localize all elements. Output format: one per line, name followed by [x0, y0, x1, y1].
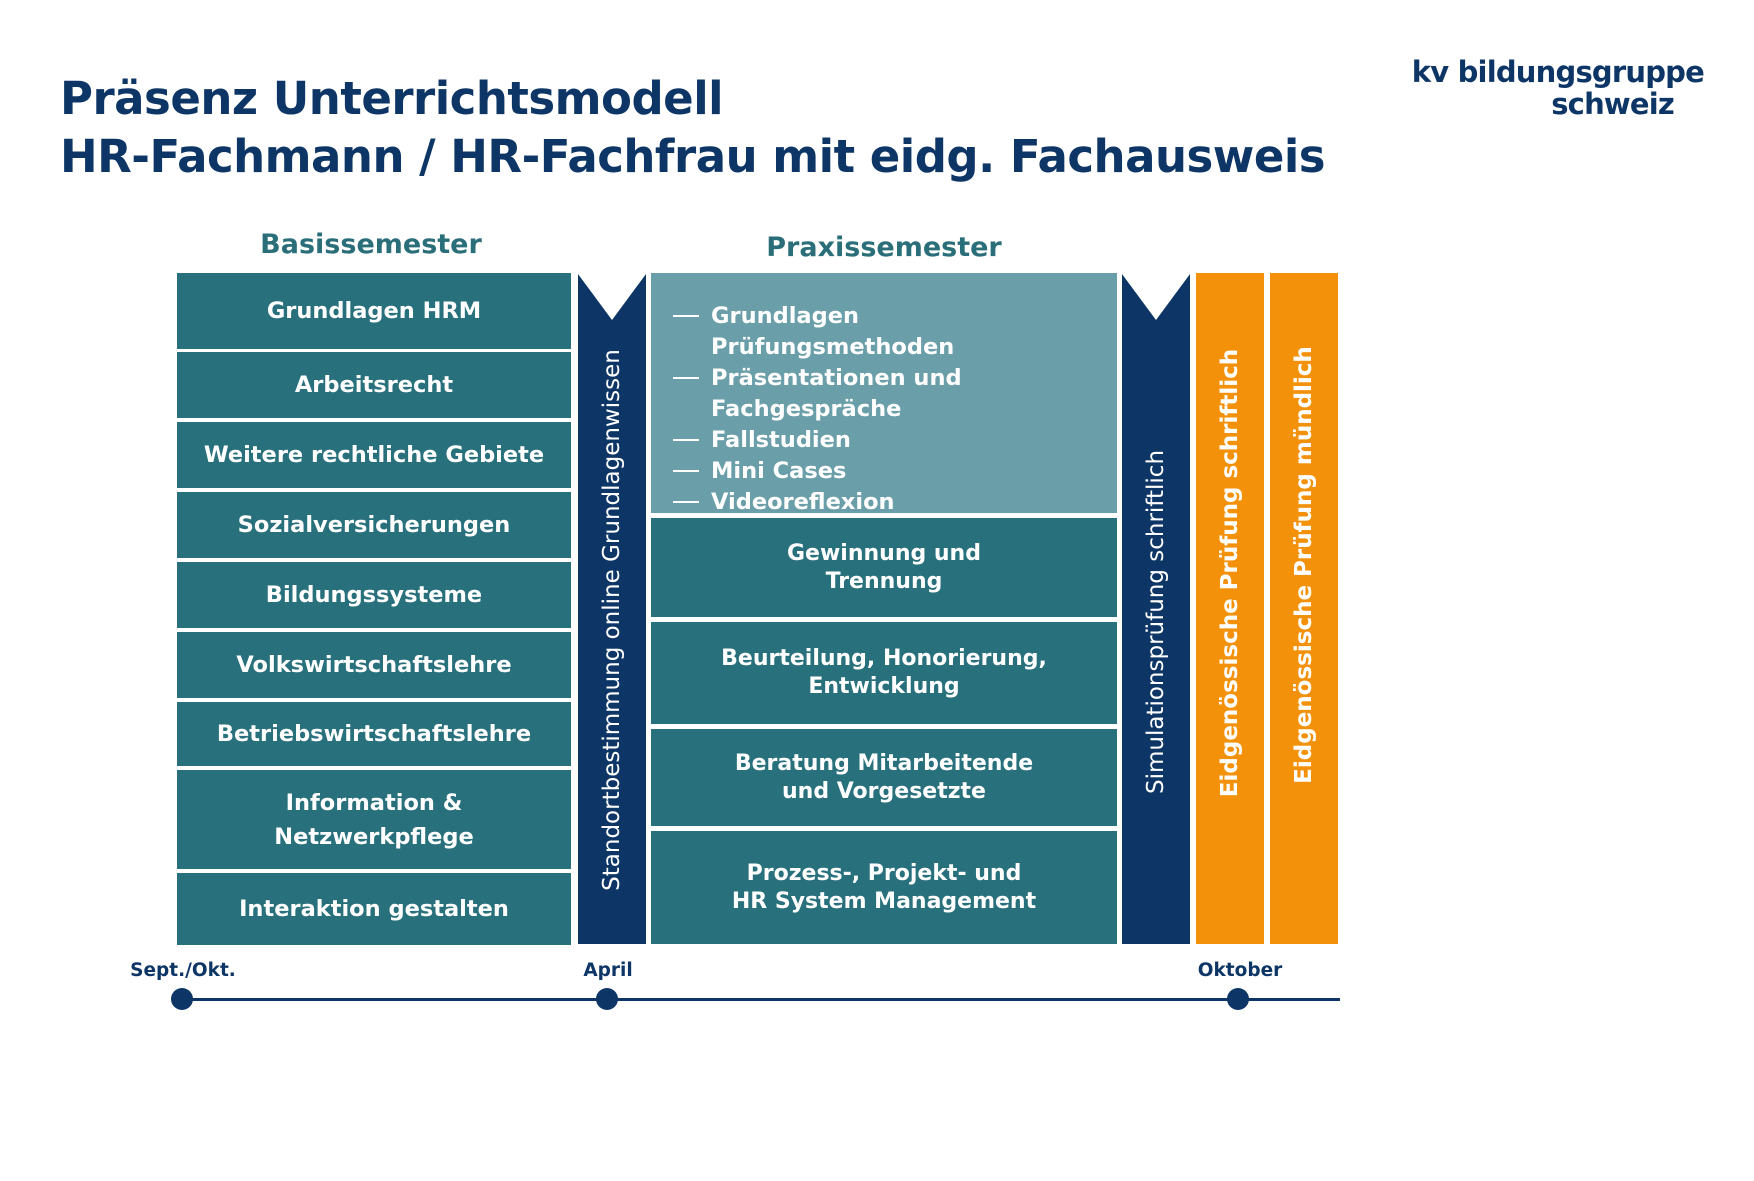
- basis-module-box: Weitere rechtliche Gebiete: [177, 422, 571, 488]
- method-label: Fallstudien: [711, 427, 851, 453]
- basis-module-box: Arbeitsrecht: [177, 352, 571, 418]
- basis-module-box: Volkswirtschaftslehre: [177, 632, 571, 698]
- timeline-label-oktober: Oktober: [1197, 960, 1283, 981]
- method-list-item: Grundlagen Prüfungsmethoden: [673, 301, 1095, 363]
- method-list-item: Mini Cases: [673, 456, 1095, 487]
- chevron-notch-icon: [578, 274, 646, 320]
- basis-module-box: Sozialversicherungen: [177, 492, 571, 558]
- dash-icon: [673, 315, 699, 317]
- logo-line-2: schweiz: [1551, 87, 1675, 121]
- method-label: Mini Cases: [711, 458, 847, 484]
- praxis-module-box: Beratung Mitarbeitende und Vorgesetzte: [651, 729, 1117, 826]
- exam-oral-bar: Eidgenössische Prüfung mündlich: [1270, 273, 1338, 944]
- timeline-dot-start: [171, 988, 193, 1010]
- timeline-axis: [180, 998, 1340, 1001]
- basis-module-box: Betriebswirtschaftslehre: [177, 702, 571, 766]
- title-line-2: HR-Fachmann / HR-Fachfrau mit eidg. Fach…: [60, 130, 1326, 183]
- timeline-label-april: April: [583, 960, 633, 981]
- timeline-label-start: Sept./Okt.: [130, 960, 236, 981]
- method-label: Präsentationen und Fachgespräche: [711, 365, 962, 422]
- simulation-label: Simulationsprüfung schriftlich: [1143, 449, 1169, 795]
- basis-module-box: Information & Netzwerkpflege: [177, 770, 571, 869]
- exam-oral-label: Eidgenössische Prüfung mündlich: [1291, 346, 1317, 784]
- basissemester-heading: Basissemester: [260, 229, 482, 260]
- praxis-module-box: Beurteilung, Honorierung, Entwicklung: [651, 622, 1117, 724]
- standortbestimmung-bar: Standortbestimmung online Grundlagenwiss…: [578, 274, 646, 944]
- method-list-item: Fallstudien: [673, 425, 1095, 456]
- basis-module-box: Grundlagen HRM: [177, 273, 571, 349]
- method-label: Videoreflexion: [711, 489, 895, 515]
- dash-icon: [673, 377, 699, 379]
- dash-icon: [673, 439, 699, 441]
- title-line-1: Präsenz Unterrichtsmodell: [60, 72, 724, 125]
- logo-line-1: kv bildungsgruppe: [1411, 55, 1705, 89]
- dash-icon: [673, 501, 699, 503]
- timeline-dot-oktober: [1227, 988, 1249, 1010]
- method-label: Grundlagen Prüfungsmethoden: [711, 303, 955, 360]
- page-title: Präsenz Unterrichtsmodell HR-Fachmann / …: [60, 70, 1326, 186]
- exam-written-bar: Eidgenössische Prüfung schriftlich: [1196, 273, 1264, 944]
- method-list-item: Präsentationen und Fachgespräche: [673, 363, 1095, 425]
- praxissemester-heading: Praxissemester: [766, 232, 1002, 263]
- basis-module-box: Interaktion gestalten: [177, 873, 571, 945]
- chevron-notch-icon: [1122, 274, 1190, 320]
- dash-icon: [673, 470, 699, 472]
- basis-module-box: Bildungssysteme: [177, 562, 571, 628]
- exam-written-label: Eidgenössische Prüfung schriftlich: [1217, 348, 1243, 798]
- praxis-module-box: Prozess-, Projekt- und HR System Managem…: [651, 831, 1117, 944]
- praxis-module-box: Gewinnung und Trennung: [651, 518, 1117, 617]
- brand-logo: kv bildungsgruppe schweiz: [1411, 55, 1705, 121]
- timeline-dot-april: [596, 988, 618, 1010]
- method-list-item: Videoreflexion: [673, 487, 1095, 518]
- standortbestimmung-label: Standortbestimmung online Grundlagenwiss…: [599, 349, 625, 891]
- simulation-bar: Simulationsprüfung schriftlich: [1122, 274, 1190, 944]
